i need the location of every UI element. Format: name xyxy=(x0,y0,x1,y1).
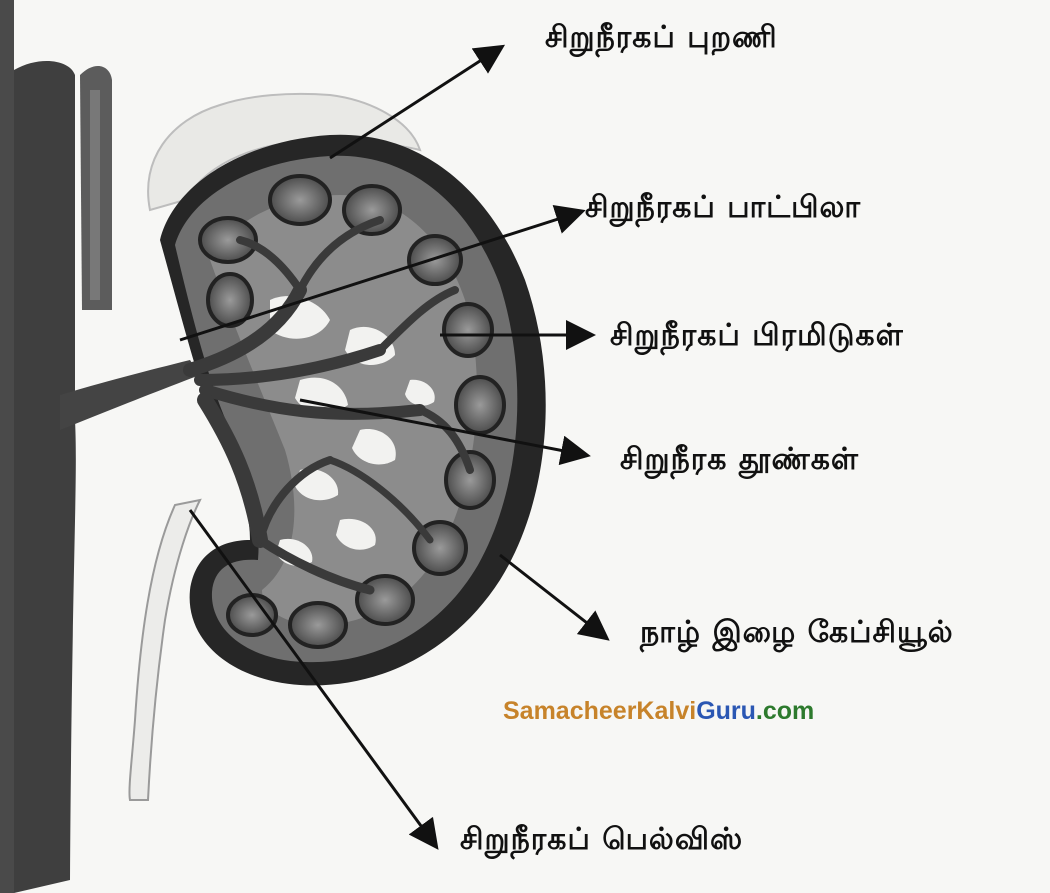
watermark-part2: Guru xyxy=(696,697,756,725)
label-renal-pelvis: சிறுநீரகப் பெல்விஸ் xyxy=(460,822,743,861)
label-fibrous-capsule: நாழ் இழை கேப்சியூல் xyxy=(640,615,954,654)
ureter xyxy=(129,500,200,800)
leader-capsule xyxy=(500,555,605,637)
renal-vessel xyxy=(60,360,200,430)
watermark-part1: SamacheerKalvi xyxy=(503,697,696,725)
major-blood-vessel xyxy=(14,61,76,893)
watermark-part3: .com xyxy=(756,697,814,725)
label-renal-columns: சிறுநீரக தூண்கள் xyxy=(620,442,859,481)
vessel-highlight xyxy=(90,90,100,300)
label-renal-cortex: சிறுநீரகப் புறணி xyxy=(545,20,778,59)
label-renal-pyramids: சிறுநீரகப் பிரமிடுகள் xyxy=(610,318,904,357)
label-renal-papilla: சிறுநீரகப் பாட்பிலா xyxy=(585,190,861,229)
watermark: SamacheerKalviGuru.com xyxy=(503,697,814,726)
left-edge-band xyxy=(0,0,14,893)
